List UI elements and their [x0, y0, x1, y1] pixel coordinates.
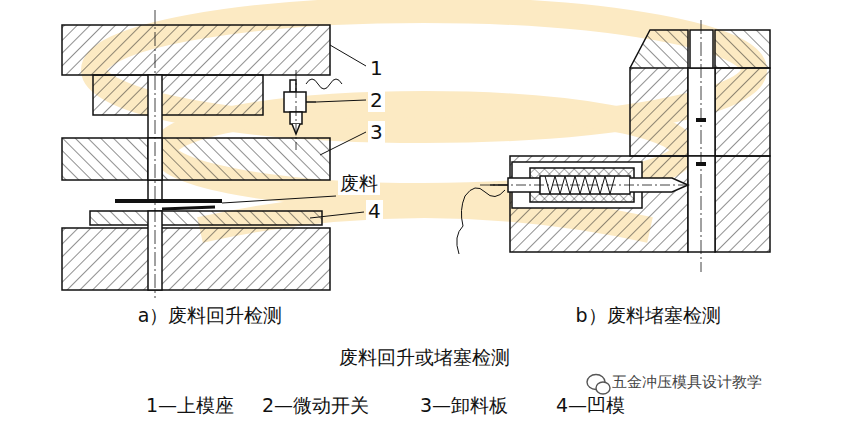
- subfigure-caption: b）废料堵塞检测: [575, 305, 720, 327]
- callout-number: 2: [368, 89, 385, 112]
- part-list-item: 1—上模座: [146, 395, 234, 417]
- watermark: 五金冲压模具设计教学: [612, 374, 762, 391]
- part-list-item: 4—凹模: [556, 395, 625, 417]
- callout-number: 4: [366, 200, 383, 223]
- part-list-item: 2—微动开关: [262, 395, 369, 417]
- part-label: 废料: [338, 173, 380, 195]
- callout-number: 1: [368, 57, 385, 80]
- figure-caption: 废料回升或堵塞检测: [339, 347, 510, 369]
- wechat-icon: [587, 375, 610, 395]
- part-list-item: 3—卸料板: [420, 395, 508, 417]
- subfigure-caption: a）废料回升检测: [138, 305, 283, 327]
- callout-number: 3: [368, 121, 385, 144]
